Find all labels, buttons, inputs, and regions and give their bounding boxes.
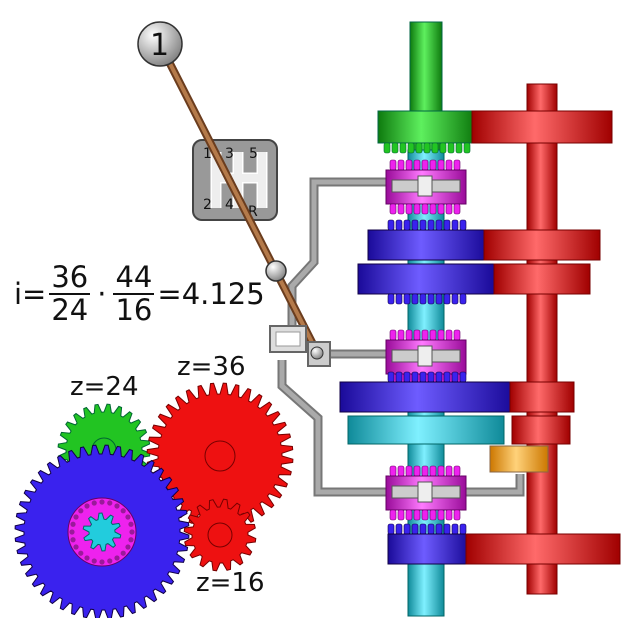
gear-z36 [146,382,294,530]
fraction-1: 36 24 [49,260,91,327]
formula-result: =4.125 [157,277,265,311]
shift-gate: 1 3 5 2 4 R [192,139,278,221]
red-layshaft-gear-top [471,110,613,144]
red-layshaft-gear-5 [511,415,571,445]
fraction-2: 44 16 [113,260,155,327]
fraction-2-numerator: 44 [113,260,155,295]
red-layshaft-gear-3 [493,263,591,295]
gate-label-r: R [248,204,258,220]
lever-pivot-ball [265,260,287,282]
gate-label-2: 2 [203,197,212,213]
gate-label-3: 3 [225,146,234,162]
synchro-hub-3 [385,465,467,521]
synchro-hub-face [67,497,137,567]
label-z24: z=24 [70,372,139,402]
fraction-1-denominator: 24 [51,293,89,327]
blue-gear-4 [387,533,469,565]
orange-reverse-idler [489,445,549,473]
blue-gear-3 [339,381,513,413]
knob-label: 1 [150,28,169,63]
green-dog-teeth [383,142,471,154]
red-layshaft-gear-4 [509,381,575,413]
fraction-1-numerator: 36 [49,260,91,295]
layshaft [526,83,558,595]
formula-prefix: i= [14,277,47,311]
gear-ratio-formula: i= 36 24 · 44 16 =4.125 [14,262,265,326]
gate-label-1: 1 [203,146,212,162]
gate-label-5: 5 [249,146,258,162]
label-z16: z=16 [196,568,265,598]
blue-gear-1 [367,229,487,261]
gear-z16 [183,498,257,572]
red-layshaft-gear-2 [483,229,601,261]
multiply-dot: · [97,277,107,311]
blue-dog-teeth-3 [387,523,467,535]
blue-dog-teeth-1 [387,219,467,305]
blue-gear-2 [357,263,495,295]
green-main-gear [377,110,475,144]
fraction-2-denominator: 16 [115,293,153,327]
cyan-gear [347,415,505,445]
red-layshaft-gear-6 [465,533,621,565]
synchro-hub-1 [385,159,467,215]
lever-tip-ball [310,346,324,360]
label-z36: z=36 [177,352,246,382]
gate-label-4: 4 [225,197,234,213]
shift-knob: 1 [137,21,183,67]
